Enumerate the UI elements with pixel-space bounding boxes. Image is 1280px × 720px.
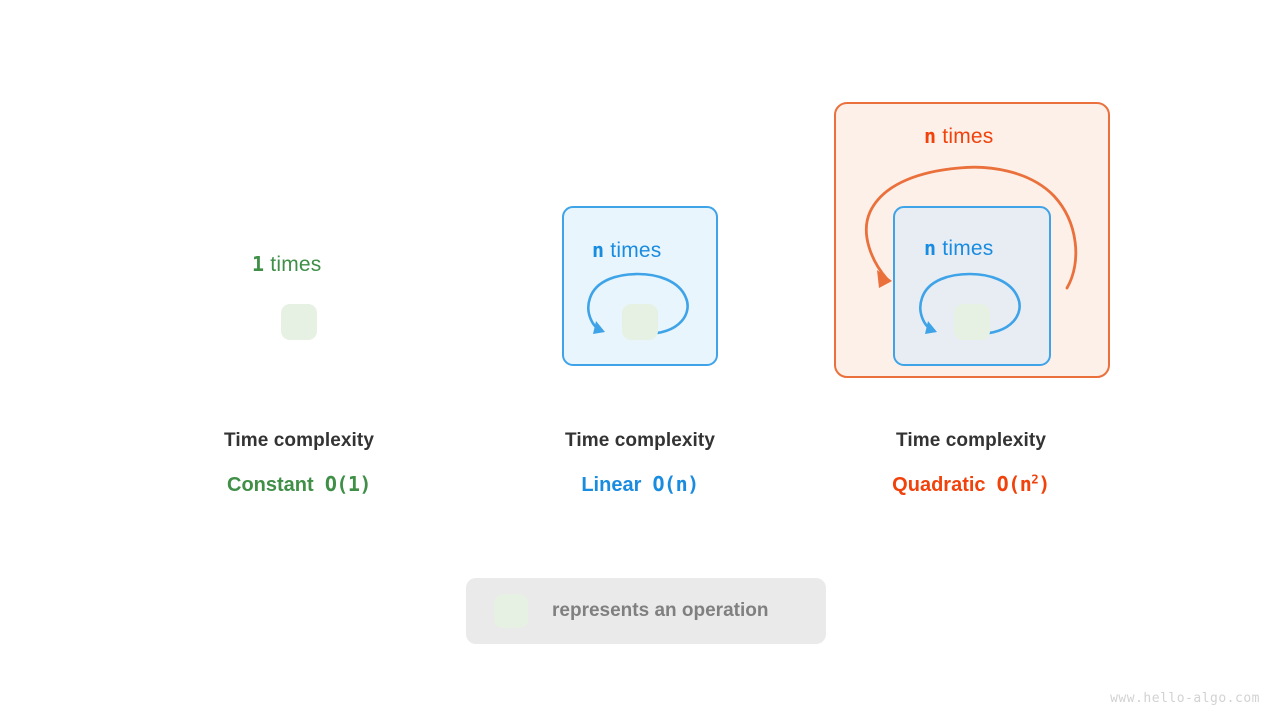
bigo-open: O(	[996, 472, 1021, 496]
quadratic-outer-loop-count: n	[924, 124, 937, 148]
quadratic-inner-loop-word: times	[942, 237, 994, 260]
caption-complexity: Quadratic O(n2)	[811, 472, 1131, 497]
quadratic-outer-loop-label: n times	[924, 124, 993, 149]
quadratic-inner-loop-arrow-icon	[919, 272, 1021, 336]
watermark: www.hello-algo.com	[1110, 691, 1260, 706]
caption-quadratic: Time complexity Quadratic O(n2)	[811, 430, 1131, 497]
caption-complexity: Constant O(1)	[139, 472, 459, 497]
quadratic-outer-loop-word: times	[942, 125, 994, 148]
operation-box	[622, 304, 658, 340]
caption-title: Time complexity	[895, 430, 1047, 451]
operation-box	[954, 304, 990, 340]
constant-loop-count: 1	[252, 252, 265, 276]
caption-title: Time complexity	[564, 430, 716, 451]
complexity-name: Linear	[581, 474, 642, 496]
legend: represents an operation	[466, 578, 826, 644]
caption-complexity: Linear O(n)	[480, 472, 800, 497]
complexity-name: Quadratic	[892, 474, 986, 496]
operation-box	[281, 304, 317, 340]
legend-label: represents an operation	[552, 600, 769, 621]
constant-loop-word: times	[270, 253, 322, 276]
linear-loop-count: n	[592, 238, 605, 262]
quadratic-inner-loop-count: n	[924, 236, 937, 260]
constant-loop-label: 1 times	[252, 252, 321, 277]
quadratic-inner-loop-label: n times	[924, 236, 993, 261]
quadratic-outer-loop-arrow-icon	[864, 165, 1078, 290]
bigo-base: n	[1019, 472, 1032, 496]
linear-loop-label: n times	[592, 238, 661, 263]
caption-title: Time complexity	[223, 430, 375, 451]
caption-linear: Time complexity Linear O(n)	[480, 430, 800, 497]
complexity-name: Constant	[227, 474, 314, 496]
complexity-bigo: O(n2)	[996, 471, 1051, 496]
caption-constant: Time complexity Constant O(1)	[139, 430, 459, 497]
linear-loop-word: times	[610, 239, 662, 262]
bigo-close: )	[1038, 472, 1050, 496]
bigo-exponent: 2	[1031, 471, 1039, 487]
complexity-bigo: O(n)	[652, 472, 699, 496]
linear-loop-arrow-icon	[587, 272, 689, 336]
legend-operation-box-icon	[494, 594, 528, 628]
complexity-bigo: O(1)	[324, 472, 372, 496]
